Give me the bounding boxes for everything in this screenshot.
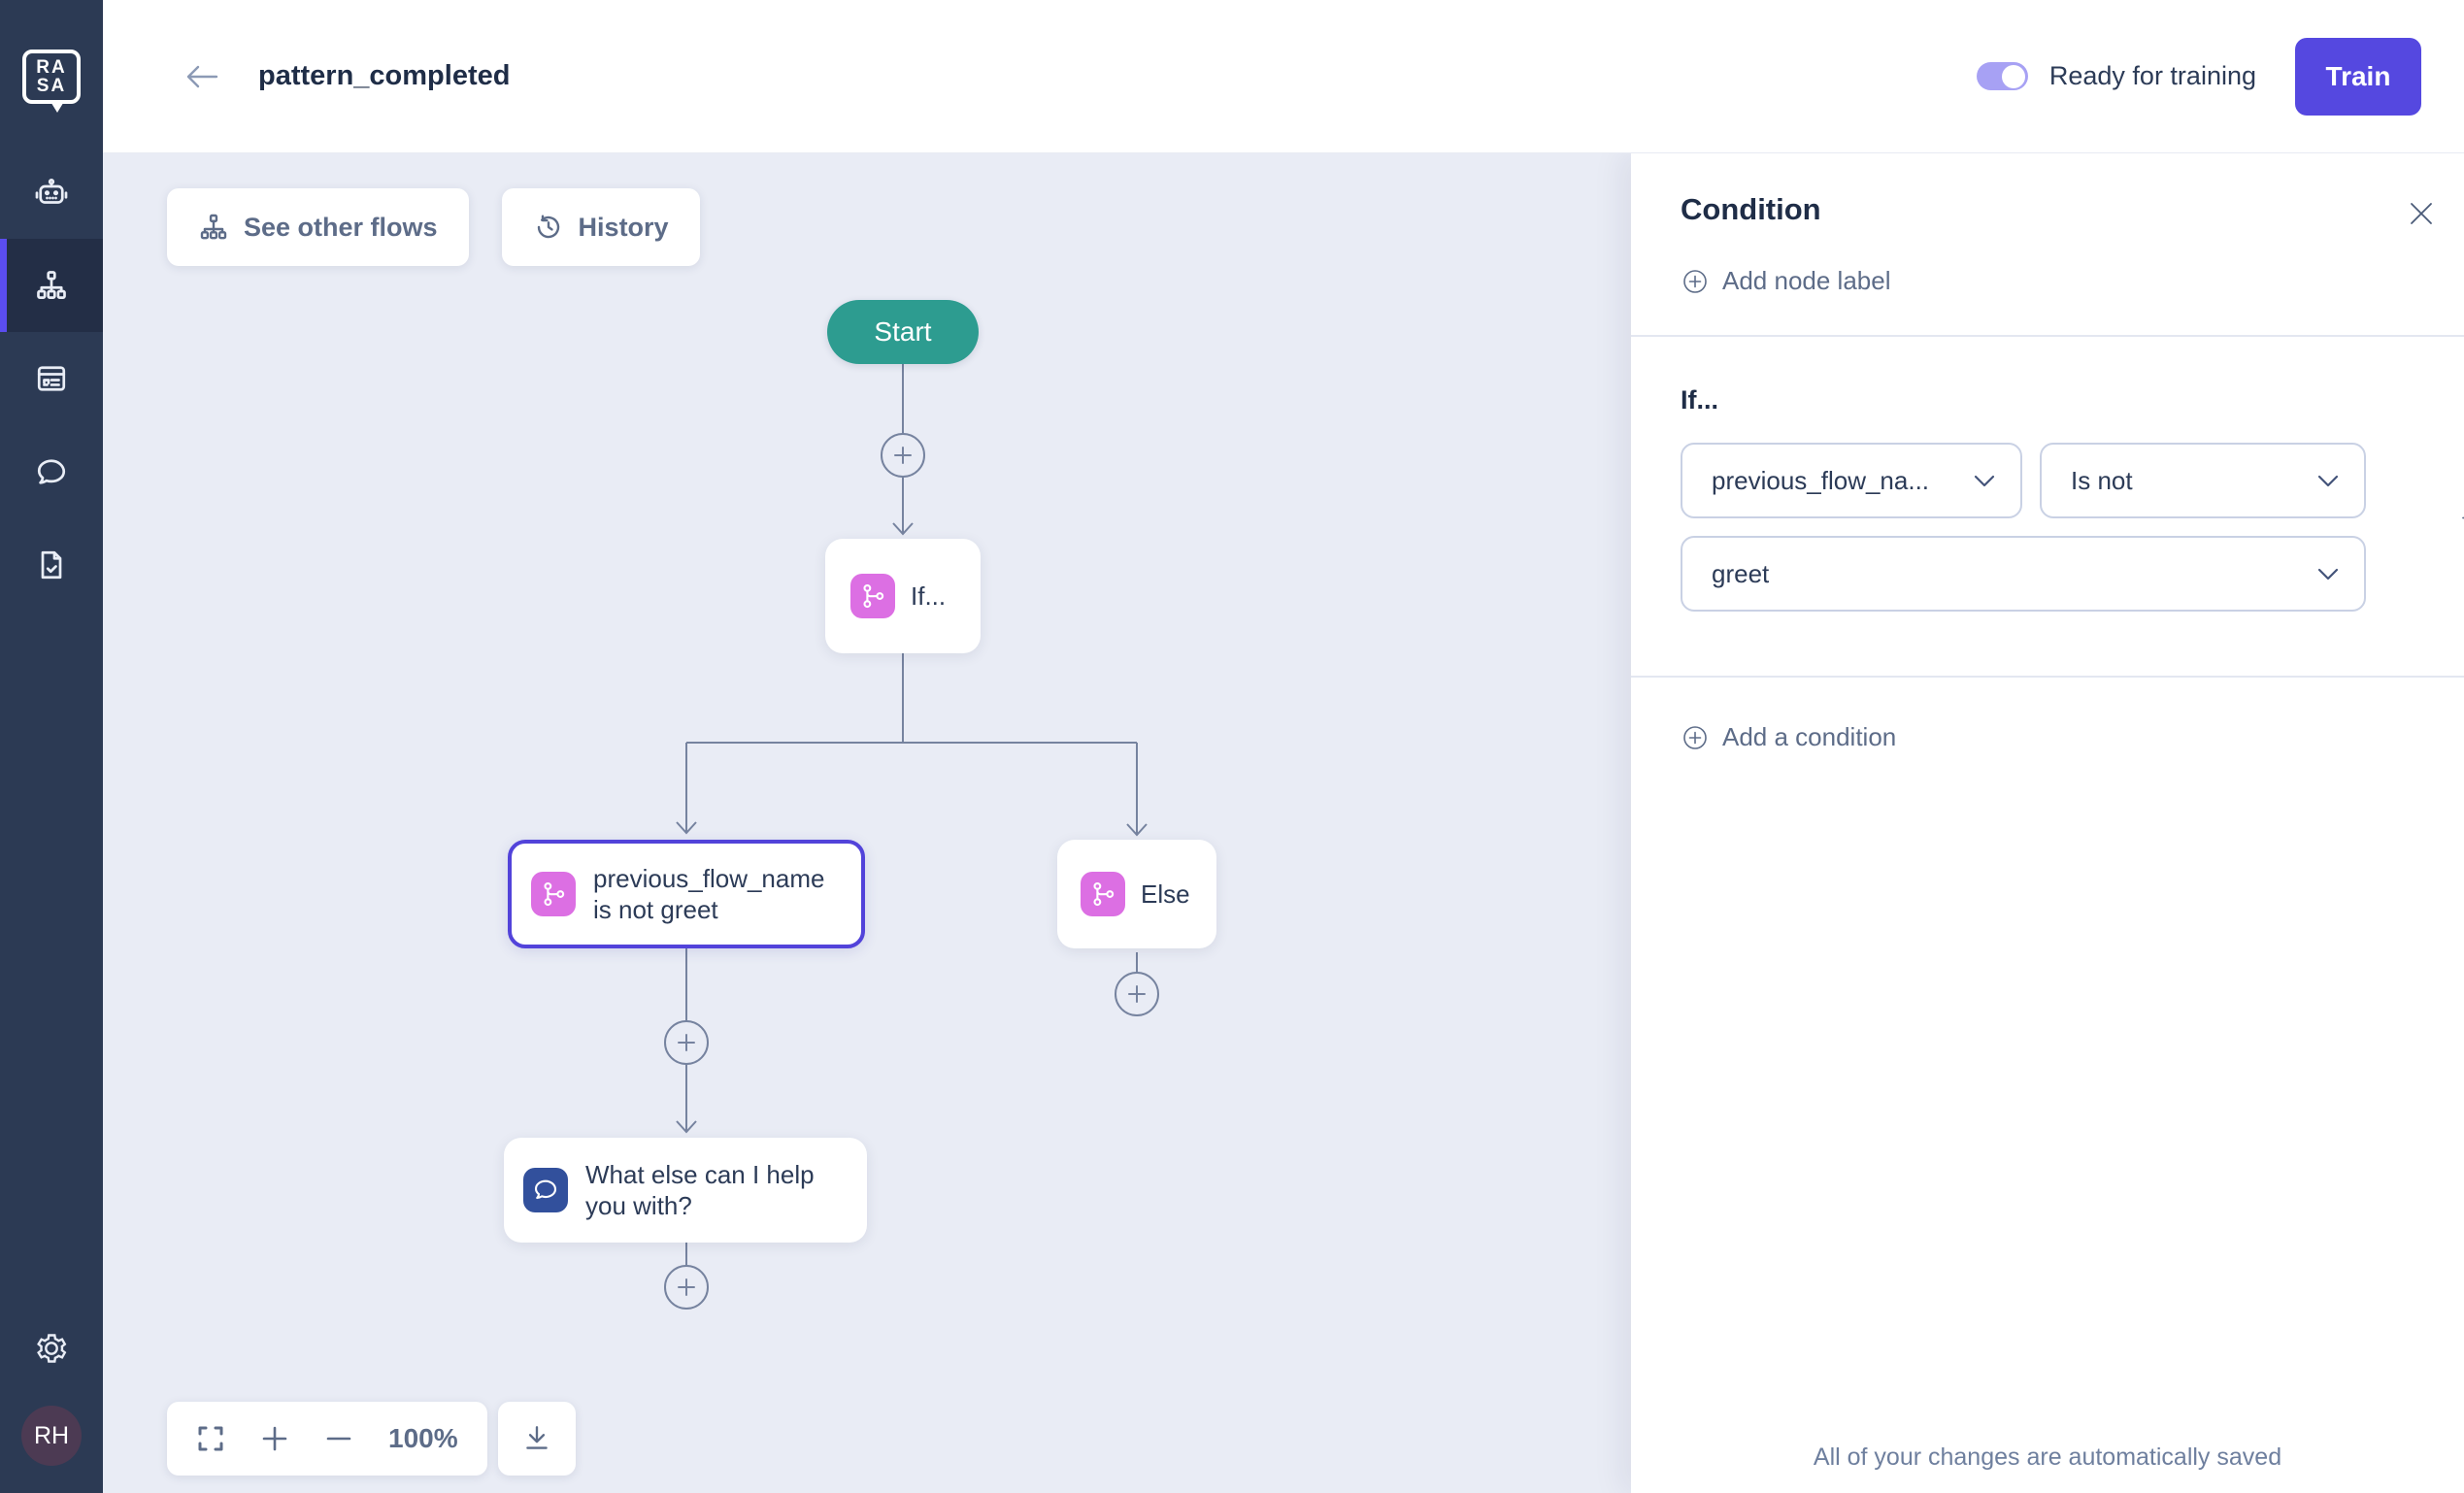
toggle-knob — [2001, 64, 2025, 88]
topbar: pattern_completed Ready for training Tra… — [103, 0, 2464, 153]
if-section-label: If... — [1681, 385, 1718, 415]
train-button[interactable]: Train — [2295, 37, 2421, 116]
download-icon — [526, 1426, 548, 1449]
gear-icon — [37, 1334, 67, 1363]
add-node-label-text: Add node label — [1722, 266, 1891, 295]
back-arrow-icon — [186, 65, 218, 87]
user-avatar[interactable]: RH — [21, 1406, 82, 1466]
condition-operator-select[interactable]: Is not — [2040, 443, 2366, 518]
minus-icon — [326, 1437, 351, 1441]
history-label: History — [578, 212, 669, 242]
add-step-button[interactable] — [664, 1265, 709, 1310]
sidebar-item-flows[interactable] — [0, 239, 103, 332]
message-node-label: What else can I help you with? — [585, 1159, 815, 1220]
fit-view-icon — [198, 1426, 223, 1451]
condition-row: previous_flow_na... Is not greet — [1681, 443, 2464, 612]
plus-icon — [678, 1278, 695, 1296]
robot-icon — [35, 179, 68, 204]
panel-title: Condition — [1681, 192, 1821, 226]
logo-text-bottom: SA — [36, 76, 67, 96]
condition-variable-value: previous_flow_na... — [1712, 465, 1930, 495]
zoom-in-button[interactable] — [260, 1424, 289, 1453]
add-node-label-button[interactable]: Add node label — [1681, 266, 2464, 296]
add-condition-text: Add a condition — [1722, 722, 1897, 751]
sidebar-item-assistant[interactable] — [0, 146, 103, 239]
condition-branch-node-selected[interactable]: previous_flow_name is not greet — [508, 840, 865, 948]
delete-condition-button[interactable] — [2453, 504, 2464, 550]
condition-value-select[interactable]: greet — [1681, 536, 2366, 612]
sidebar-item-conversations[interactable] — [0, 425, 103, 518]
start-node[interactable]: Start — [827, 300, 979, 364]
history-icon — [537, 215, 559, 239]
plus-icon — [1128, 985, 1146, 1003]
page-title: pattern_completed — [258, 60, 511, 91]
autosave-note: All of your changes are automatically sa… — [1813, 1443, 2282, 1471]
condition-branch-label: previous_flow_name is not greet — [593, 863, 825, 924]
plus-icon — [262, 1426, 287, 1451]
start-node-label: Start — [874, 315, 932, 347]
chevron-down-icon — [2317, 475, 2339, 487]
plus-icon — [894, 447, 912, 464]
message-node[interactable]: What else can I help you with? — [504, 1138, 867, 1243]
sidebar: RA SA — [0, 0, 103, 1493]
ready-for-training-toggle[interactable] — [1976, 62, 2028, 90]
fit-view-button[interactable] — [196, 1424, 225, 1453]
close-panel-button[interactable] — [2400, 192, 2443, 235]
circle-plus-icon — [1683, 269, 1707, 293]
add-condition-button[interactable]: Add a condition — [1681, 722, 2464, 752]
document-check-icon — [41, 550, 62, 580]
logo-tail — [50, 100, 65, 113]
message-icon — [523, 1168, 568, 1212]
zoom-out-button[interactable] — [324, 1424, 353, 1453]
chevron-down-icon — [1974, 475, 1995, 487]
if-node-label: If... — [911, 581, 947, 611]
add-step-button[interactable] — [881, 433, 925, 478]
download-flow-button[interactable] — [498, 1402, 576, 1476]
logo-text-top: RA — [36, 56, 67, 78]
condition-variable-select[interactable]: previous_flow_na... — [1681, 443, 2022, 518]
panel-divider — [1631, 676, 2464, 678]
sidebar-item-review[interactable] — [0, 518, 103, 612]
add-step-button[interactable] — [664, 1020, 709, 1065]
branch-icon — [1081, 872, 1125, 916]
chat-bubble-icon — [37, 459, 66, 484]
see-other-flows-button[interactable]: See other flows — [167, 188, 469, 266]
flow-canvas[interactable]: See other flows History Start If... — [103, 153, 1631, 1493]
panel-divider — [1631, 335, 2464, 337]
add-step-button[interactable] — [1115, 972, 1159, 1016]
history-button[interactable]: History — [501, 188, 700, 266]
avatar-initials: RH — [33, 1421, 70, 1449]
else-node[interactable]: Else — [1057, 840, 1216, 948]
settings-button[interactable] — [34, 1331, 69, 1371]
close-icon — [2411, 203, 2432, 224]
condition-operator-value: Is not — [2071, 465, 2133, 495]
branch-icon — [531, 872, 576, 916]
circle-plus-icon — [1683, 725, 1707, 749]
sitemap-icon — [37, 271, 66, 299]
ready-for-training-label: Ready for training — [2048, 61, 2256, 90]
trash-icon — [2462, 516, 2464, 519]
else-node-label: Else — [1141, 879, 1190, 909]
branch-icon — [850, 574, 895, 618]
sitemap-icon — [200, 214, 227, 240]
zoom-level: 100% — [388, 1423, 458, 1453]
if-node[interactable]: If... — [825, 539, 981, 653]
zoom-controls: 100% — [167, 1402, 487, 1476]
form-icon — [37, 366, 66, 391]
see-other-flows-label: See other flows — [244, 212, 438, 242]
sidebar-item-content[interactable] — [0, 332, 103, 425]
plus-icon — [678, 1034, 695, 1051]
condition-value-value: greet — [1712, 558, 1770, 588]
rasa-logo[interactable]: RA SA — [0, 0, 103, 146]
chevron-down-icon — [2317, 568, 2339, 581]
back-button[interactable] — [181, 55, 223, 98]
condition-panel: Condition Add node label If... previous_… — [1631, 153, 2464, 1493]
